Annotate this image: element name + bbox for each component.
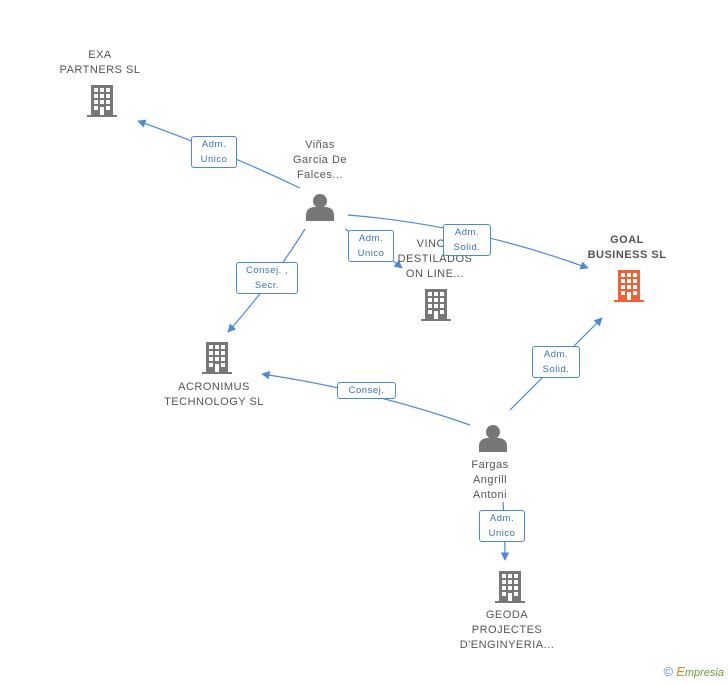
edge-label-vinas-vinos: Adm. Unico [348,230,394,262]
edge-label-fargas-geoda: Adm. Unico [479,510,525,542]
node-label-line: PARTNERS SL [59,64,141,76]
fargas-person-icon[interactable] [479,425,507,452]
node-label-line: PROJECTES [471,624,543,636]
vinos-building-icon[interactable] [421,289,451,321]
empresia-brand: © Empresia [664,664,724,679]
edge-label-line: Consej. [348,385,385,396]
edge-label-vinas-exa: Adm. Unico [191,136,237,168]
node-label-exa[interactable]: EXA PARTNERS SL [40,48,160,78]
exa-building-icon[interactable] [87,85,117,117]
node-label-line: ACRONIMUS [178,381,250,393]
edge-label-fargas-goal: Adm. Solid. [532,346,580,378]
node-label-acronimus[interactable]: ACRONIMUS TECHNOLOGY SL [154,380,274,410]
edge-label-line: Adm. [358,233,384,244]
node-label-line: GOAL [610,234,644,246]
node-label-line: DESTILADOS [397,253,473,265]
node-label-line: ON LINE... [405,268,465,280]
brand-initial: E [676,664,685,679]
node-label-geoda[interactable]: GEODA PROJECTES D'ENGINYERIA... [450,608,564,653]
node-label-line: Angrill [472,474,508,486]
edge-label-fargas-acronimus: Consej. [337,382,396,399]
vinas-person-icon[interactable] [306,194,334,221]
edge-label-line: Unico [488,528,516,539]
node-label-line: BUSINESS SL [587,249,667,261]
edge-label-line: Secr. [254,280,280,291]
edge-label-line: Unico [357,248,385,259]
node-label-line: Fargas [471,459,509,471]
edge-label-line: Solid. [542,364,570,375]
node-label-line: Antoni [472,489,508,501]
edge-label-line: Adm. [201,139,227,150]
edge-label-line: Adm. [454,227,480,238]
goal-building-icon[interactable] [614,270,644,302]
node-label-vinas[interactable]: Viñas Garcia De Falces... [270,138,370,183]
node-label-line: EXA [88,49,112,61]
edge-label-vinas-goal: Adm. Solid. [443,224,491,256]
edge-label-line: Unico [200,154,228,165]
edge-label-vinas-acronimus: Consej. , Secr. [236,262,298,294]
node-label-line: GEODA [485,609,529,621]
edge-label-line: Adm. [543,349,569,360]
copyright-symbol: © [663,664,674,679]
node-label-line: Viñas [305,139,335,151]
edge-label-line: Adm. [489,513,515,524]
node-label-line: Falces... [296,169,344,181]
node-label-line: TECHNOLOGY SL [164,396,264,408]
brand-name: mpresia [684,667,724,679]
geoda-building-icon[interactable] [495,571,525,603]
node-label-line: D'ENGINYERIA... [459,639,555,651]
node-label-line: Garcia De [292,154,348,166]
node-label-goal[interactable]: GOAL BUSINESS SL [575,233,679,263]
acronimus-building-icon[interactable] [202,342,232,374]
node-label-fargas[interactable]: Fargas Angrill Antoni [440,458,540,503]
edge-label-line: Solid. [453,242,481,253]
edge-label-line: Consej. , [246,265,288,276]
